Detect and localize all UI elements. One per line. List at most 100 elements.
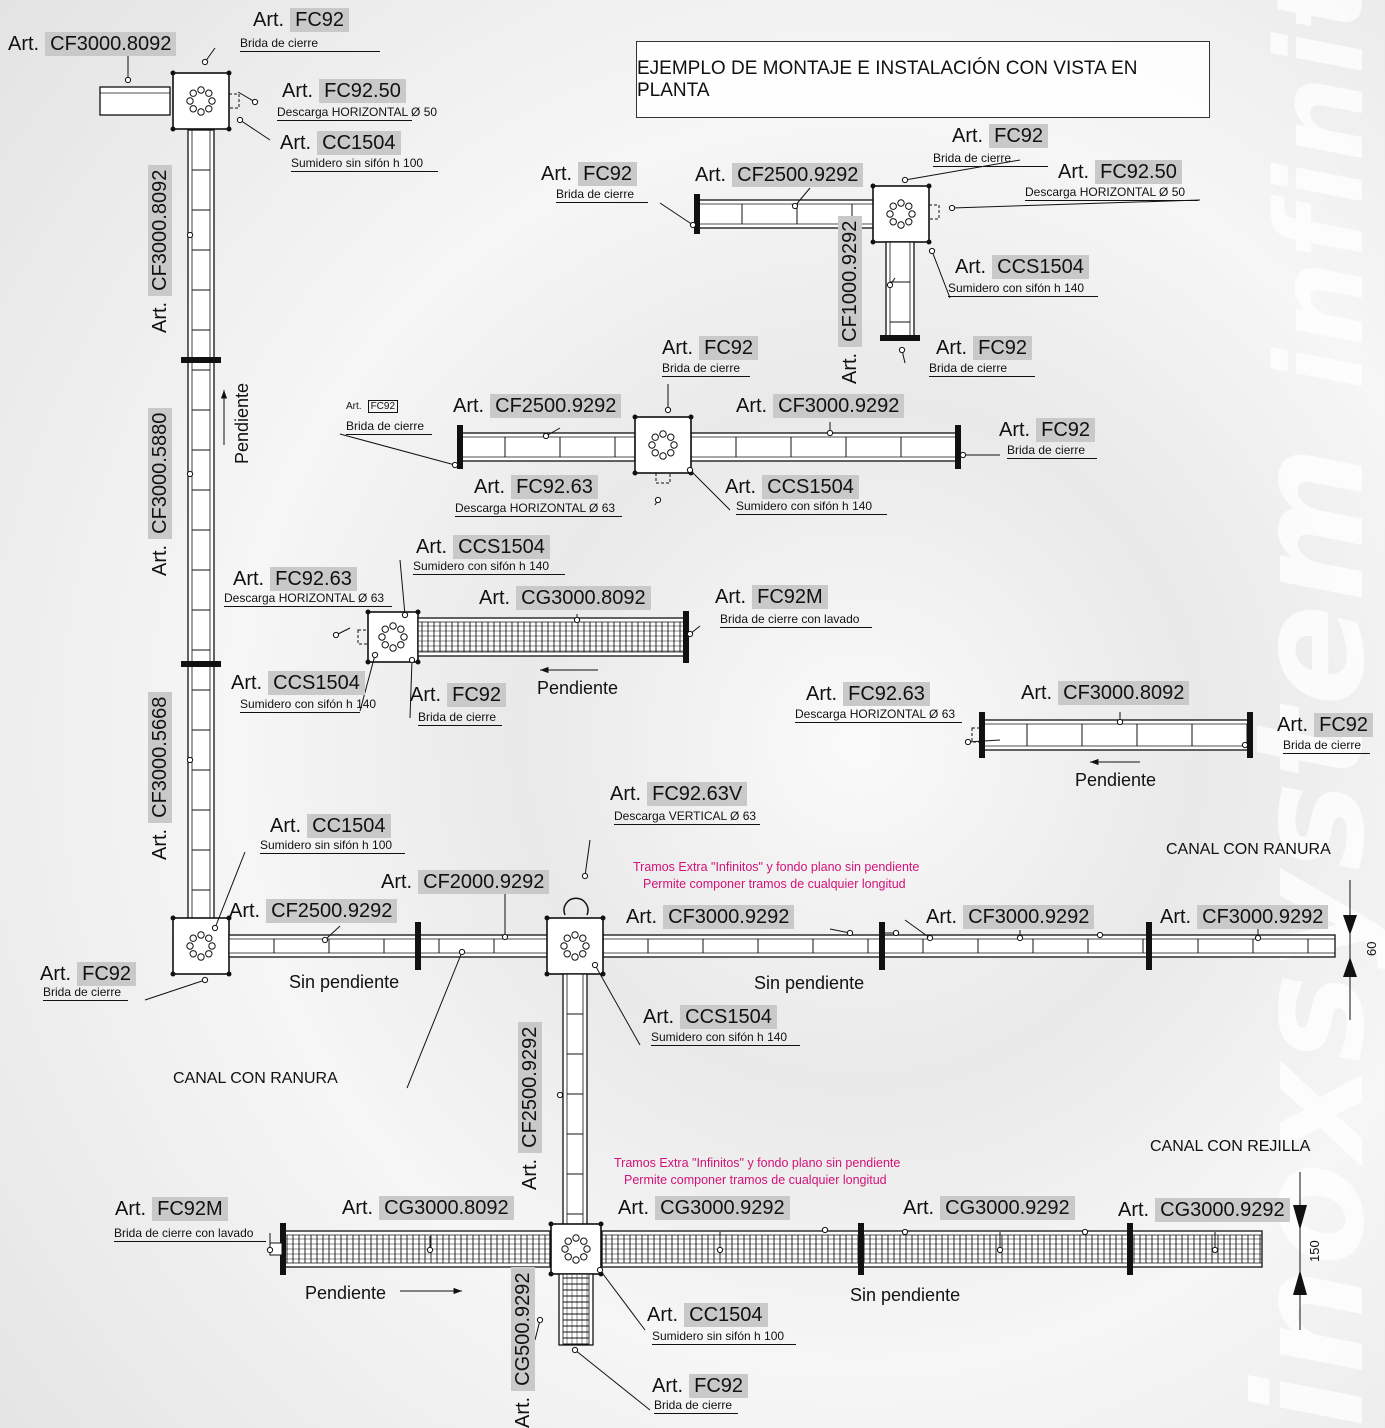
art-prefix: Art.	[453, 395, 485, 417]
dimension-150: 150	[1307, 1240, 1322, 1262]
leader-line	[406, 951, 463, 1089]
sump-hole	[897, 199, 905, 207]
sump-hole	[197, 953, 205, 961]
part-label-l30: Art.CF2500.9292	[229, 899, 398, 923]
part-label-l22: Art.CCS1504	[231, 671, 365, 695]
part-label-l38: Art.CG3000.9292	[618, 1196, 790, 1220]
sump-corner	[544, 915, 550, 921]
art-prefix: Art.	[999, 419, 1031, 441]
leader-dot	[451, 461, 459, 469]
leader-line	[904, 159, 1021, 181]
art-prefix: Art.	[282, 80, 314, 102]
part-code: CG3000.9292	[655, 1196, 790, 1220]
part-code: FC92	[447, 683, 507, 707]
sump-hole	[560, 942, 568, 950]
part-code: FC92	[1036, 418, 1096, 442]
part-label-l33: Art.CF3000.9292	[926, 905, 1095, 929]
leader-dot	[201, 58, 209, 66]
sump-corner	[600, 971, 606, 977]
canal-con-ranura-left: CANAL CON RANURA	[173, 1070, 338, 1087]
sump-hole	[908, 210, 916, 218]
pendiente-vertical: Pendiente	[232, 382, 252, 464]
part-code: FC92M	[152, 1197, 228, 1221]
sump-hole	[208, 97, 216, 105]
leader-line	[829, 928, 851, 934]
leader-dot	[426, 1246, 434, 1254]
sump-hole	[563, 934, 571, 942]
part-label-l40: Art.CG3000.9292	[1118, 1198, 1290, 1222]
part-code: CF3000.5668	[148, 691, 172, 823]
sump-corner	[632, 414, 638, 420]
slope-arrow-head	[1090, 758, 1099, 766]
flange	[457, 425, 463, 469]
part-label-l26: Art.FC92	[1277, 713, 1374, 737]
sump-corner	[548, 1271, 554, 1277]
part-description: Sumidero con sifón h 140	[948, 282, 1098, 297]
art-prefix: Art.	[618, 1197, 650, 1219]
art-prefix: Art.	[936, 337, 968, 359]
part-label-l23: Art.FC92	[410, 683, 507, 707]
art-prefix: Art.	[610, 783, 642, 805]
part-code: CC1504	[317, 131, 401, 155]
sump-corner	[226, 915, 232, 921]
sump-hole	[659, 430, 667, 438]
part-label-l24: Art.FC92.63	[806, 682, 930, 706]
leader-dot	[1241, 741, 1249, 749]
part-code: FC92	[367, 400, 399, 413]
art-prefix: Art.	[1021, 682, 1053, 704]
tramos-note-2-line1: Tramos Extra "Infinitos" y fondo plano s…	[614, 1156, 901, 1170]
leader-dot	[266, 1246, 274, 1254]
part-code: CCS1504	[680, 1005, 777, 1029]
art-prefix: Art.	[519, 1158, 541, 1190]
part-label-l15: Art.FC92	[999, 418, 1096, 442]
sump-corner	[170, 126, 176, 132]
leader-line	[951, 199, 1201, 209]
slope-arrow-head	[453, 1287, 462, 1295]
slope-arrow-head	[540, 666, 549, 674]
sump-box	[172, 917, 230, 975]
flange	[880, 335, 920, 341]
sump-hole	[397, 625, 405, 633]
sump-corner	[415, 659, 421, 665]
part-label-l17: Art.CCS1504	[725, 475, 859, 499]
sump-hole	[897, 221, 905, 229]
leader-line	[794, 187, 811, 207]
part-code: CF3000.9292	[963, 905, 1095, 929]
outlet-pipe	[228, 93, 240, 109]
leader-line	[534, 1319, 541, 1341]
art-prefix: Art.	[1160, 906, 1192, 928]
vertical-part-label-v5: Art.CF2500.9292	[518, 1021, 542, 1190]
sump-hole	[579, 934, 587, 942]
grate-channel-middle	[417, 617, 687, 657]
art-prefix: Art.	[662, 337, 694, 359]
art-prefix: Art.	[952, 125, 984, 147]
part-label-l29: Art.CF2000.9292	[381, 870, 550, 894]
art-prefix: Art.	[647, 1304, 679, 1326]
leader-line	[324, 925, 341, 941]
sump-hole	[648, 441, 656, 449]
part-code: FC92	[1314, 713, 1374, 737]
sump-corner	[632, 470, 638, 476]
sump-hole	[381, 625, 389, 633]
part-description: Brida de cierre	[1283, 739, 1370, 754]
part-code: CF2500.9292	[732, 163, 864, 187]
leader-line	[409, 659, 413, 719]
leader-dot	[201, 976, 209, 984]
tramos-note-1-line2: Permite componer tramos de cualquier lon…	[643, 877, 906, 891]
tramos-note-2-line2: Permite componer tramos de cualquier lon…	[624, 1173, 887, 1187]
leader-dot	[1096, 931, 1104, 939]
sump-corner	[170, 915, 176, 921]
sump-hole	[389, 622, 397, 630]
part-code: FC92	[290, 8, 350, 32]
sump-hole	[905, 218, 913, 226]
leader-dot	[892, 929, 900, 937]
sump-corner	[365, 609, 371, 615]
outlet-pipe	[928, 204, 940, 220]
sump-corner	[926, 239, 932, 245]
sump-hole	[189, 89, 197, 97]
leader-line	[967, 739, 1001, 743]
leader-dot	[846, 929, 854, 937]
part-description: Brida de cierre	[43, 986, 128, 1001]
leader-line	[214, 851, 246, 929]
sump-hole	[208, 942, 216, 950]
